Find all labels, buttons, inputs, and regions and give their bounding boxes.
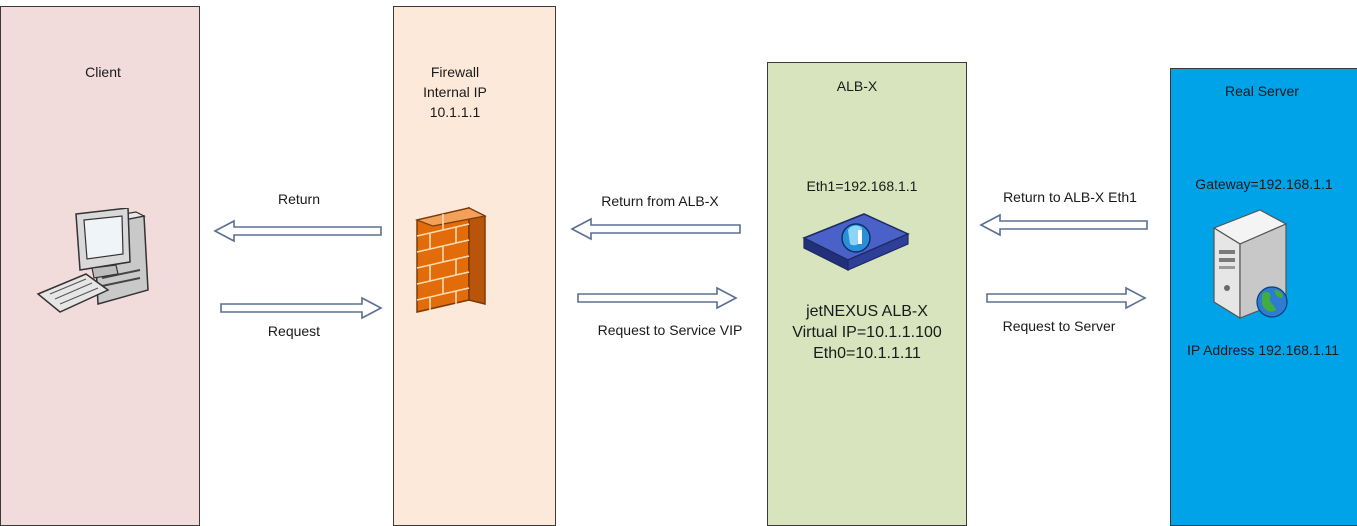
return-from-albx-label: Return from ALB-X bbox=[601, 193, 719, 209]
return-from-albx-arrow bbox=[570, 217, 741, 241]
server-ip-address: IP Address 192.168.1.11 bbox=[1186, 342, 1340, 358]
albx-eth0: Eth0=10.1.1.11 bbox=[813, 345, 921, 362]
request-to-vip-arrow bbox=[577, 286, 738, 310]
server-gateway: Gateway=192.168.1.1 bbox=[1195, 176, 1333, 192]
request-label: Request bbox=[267, 323, 321, 339]
server-icon bbox=[1212, 209, 1288, 320]
firewall-subtitle: Internal IP bbox=[423, 84, 487, 100]
albx-title: ALB-X bbox=[836, 78, 878, 94]
request-to-server-arrow bbox=[986, 286, 1147, 310]
return-to-albx-eth1-label: Return to ALB-X Eth1 bbox=[1003, 189, 1137, 205]
client-title: Client bbox=[85, 64, 121, 80]
firewall-title: Firewall bbox=[430, 64, 480, 80]
computer-icon bbox=[36, 208, 149, 313]
return-arrow bbox=[213, 219, 382, 243]
request-arrow bbox=[220, 296, 383, 320]
albx-lane bbox=[767, 62, 967, 526]
firewall-ip: 10.1.1.1 bbox=[429, 104, 481, 120]
albx-eth1: Eth1=192.168.1.1 bbox=[806, 178, 918, 194]
server-title: Real Server bbox=[1225, 83, 1299, 99]
request-to-vip-label: Request to Service VIP bbox=[597, 322, 743, 338]
firewall-icon bbox=[414, 206, 487, 313]
albx-virtual-ip: Virtual IP=10.1.1.100 bbox=[792, 324, 942, 341]
return-label: Return bbox=[277, 191, 321, 207]
return-to-albx-eth1-arrow bbox=[979, 213, 1148, 237]
albx-device-name: jetNEXUS ALB-X bbox=[806, 303, 928, 320]
request-to-server-label: Request to Server bbox=[1002, 318, 1116, 334]
load-balancer-icon bbox=[802, 213, 910, 271]
